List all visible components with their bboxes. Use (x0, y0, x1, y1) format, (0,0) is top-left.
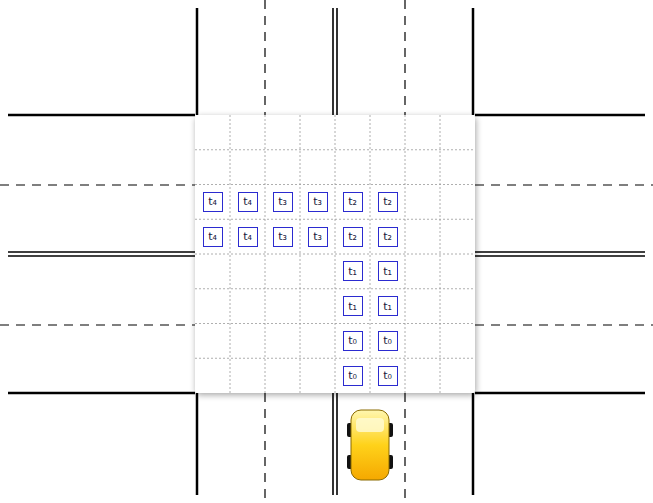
time-slot-box: t₀ (378, 331, 398, 351)
time-slot-box: t₂ (343, 227, 363, 247)
time-label: t₃ (313, 231, 322, 242)
time-label: t₁ (383, 266, 392, 277)
time-slot-box: t₄ (238, 227, 258, 247)
time-label: t₃ (278, 196, 287, 207)
time-label: t₁ (348, 266, 357, 277)
time-label: t₄ (243, 231, 252, 242)
time-slot-box: t₂ (343, 192, 363, 212)
time-slot-box: t₄ (203, 227, 223, 247)
time-label: t₄ (208, 196, 217, 207)
time-label: t₁ (348, 301, 357, 312)
time-slot-box: t₀ (343, 366, 363, 386)
time-slot-box: t₁ (378, 296, 398, 316)
time-label: t₃ (313, 196, 322, 207)
time-label: t₁ (383, 301, 392, 312)
car (347, 410, 393, 480)
time-label: t₀ (348, 335, 357, 346)
time-label: t₄ (243, 196, 252, 207)
time-slot-box: t₂ (378, 227, 398, 247)
time-slot-box: t₂ (378, 192, 398, 212)
time-slot-box: t₁ (343, 261, 363, 281)
time-label: t₂ (348, 231, 357, 242)
time-label: t₄ (208, 231, 217, 242)
time-slot-box: t₀ (378, 366, 398, 386)
time-label: t₀ (383, 335, 392, 346)
time-label: t₂ (383, 196, 392, 207)
time-label: t₀ (383, 370, 392, 381)
time-label: t₃ (278, 231, 287, 242)
time-slot-box: t₀ (343, 331, 363, 351)
time-slot-box: t₃ (273, 192, 293, 212)
time-label: t₀ (348, 370, 357, 381)
time-label: t₂ (383, 231, 392, 242)
time-slot-box: t₁ (378, 261, 398, 281)
time-slot-box: t₃ (308, 192, 328, 212)
intersection-area (195, 115, 475, 393)
time-slot-box: t₃ (308, 227, 328, 247)
occupancy-grid (195, 115, 475, 393)
time-slot-box: t₃ (273, 227, 293, 247)
time-slot-box: t₄ (238, 192, 258, 212)
time-label: t₂ (348, 196, 357, 207)
time-slot-box: t₄ (203, 192, 223, 212)
time-slot-box: t₁ (343, 296, 363, 316)
